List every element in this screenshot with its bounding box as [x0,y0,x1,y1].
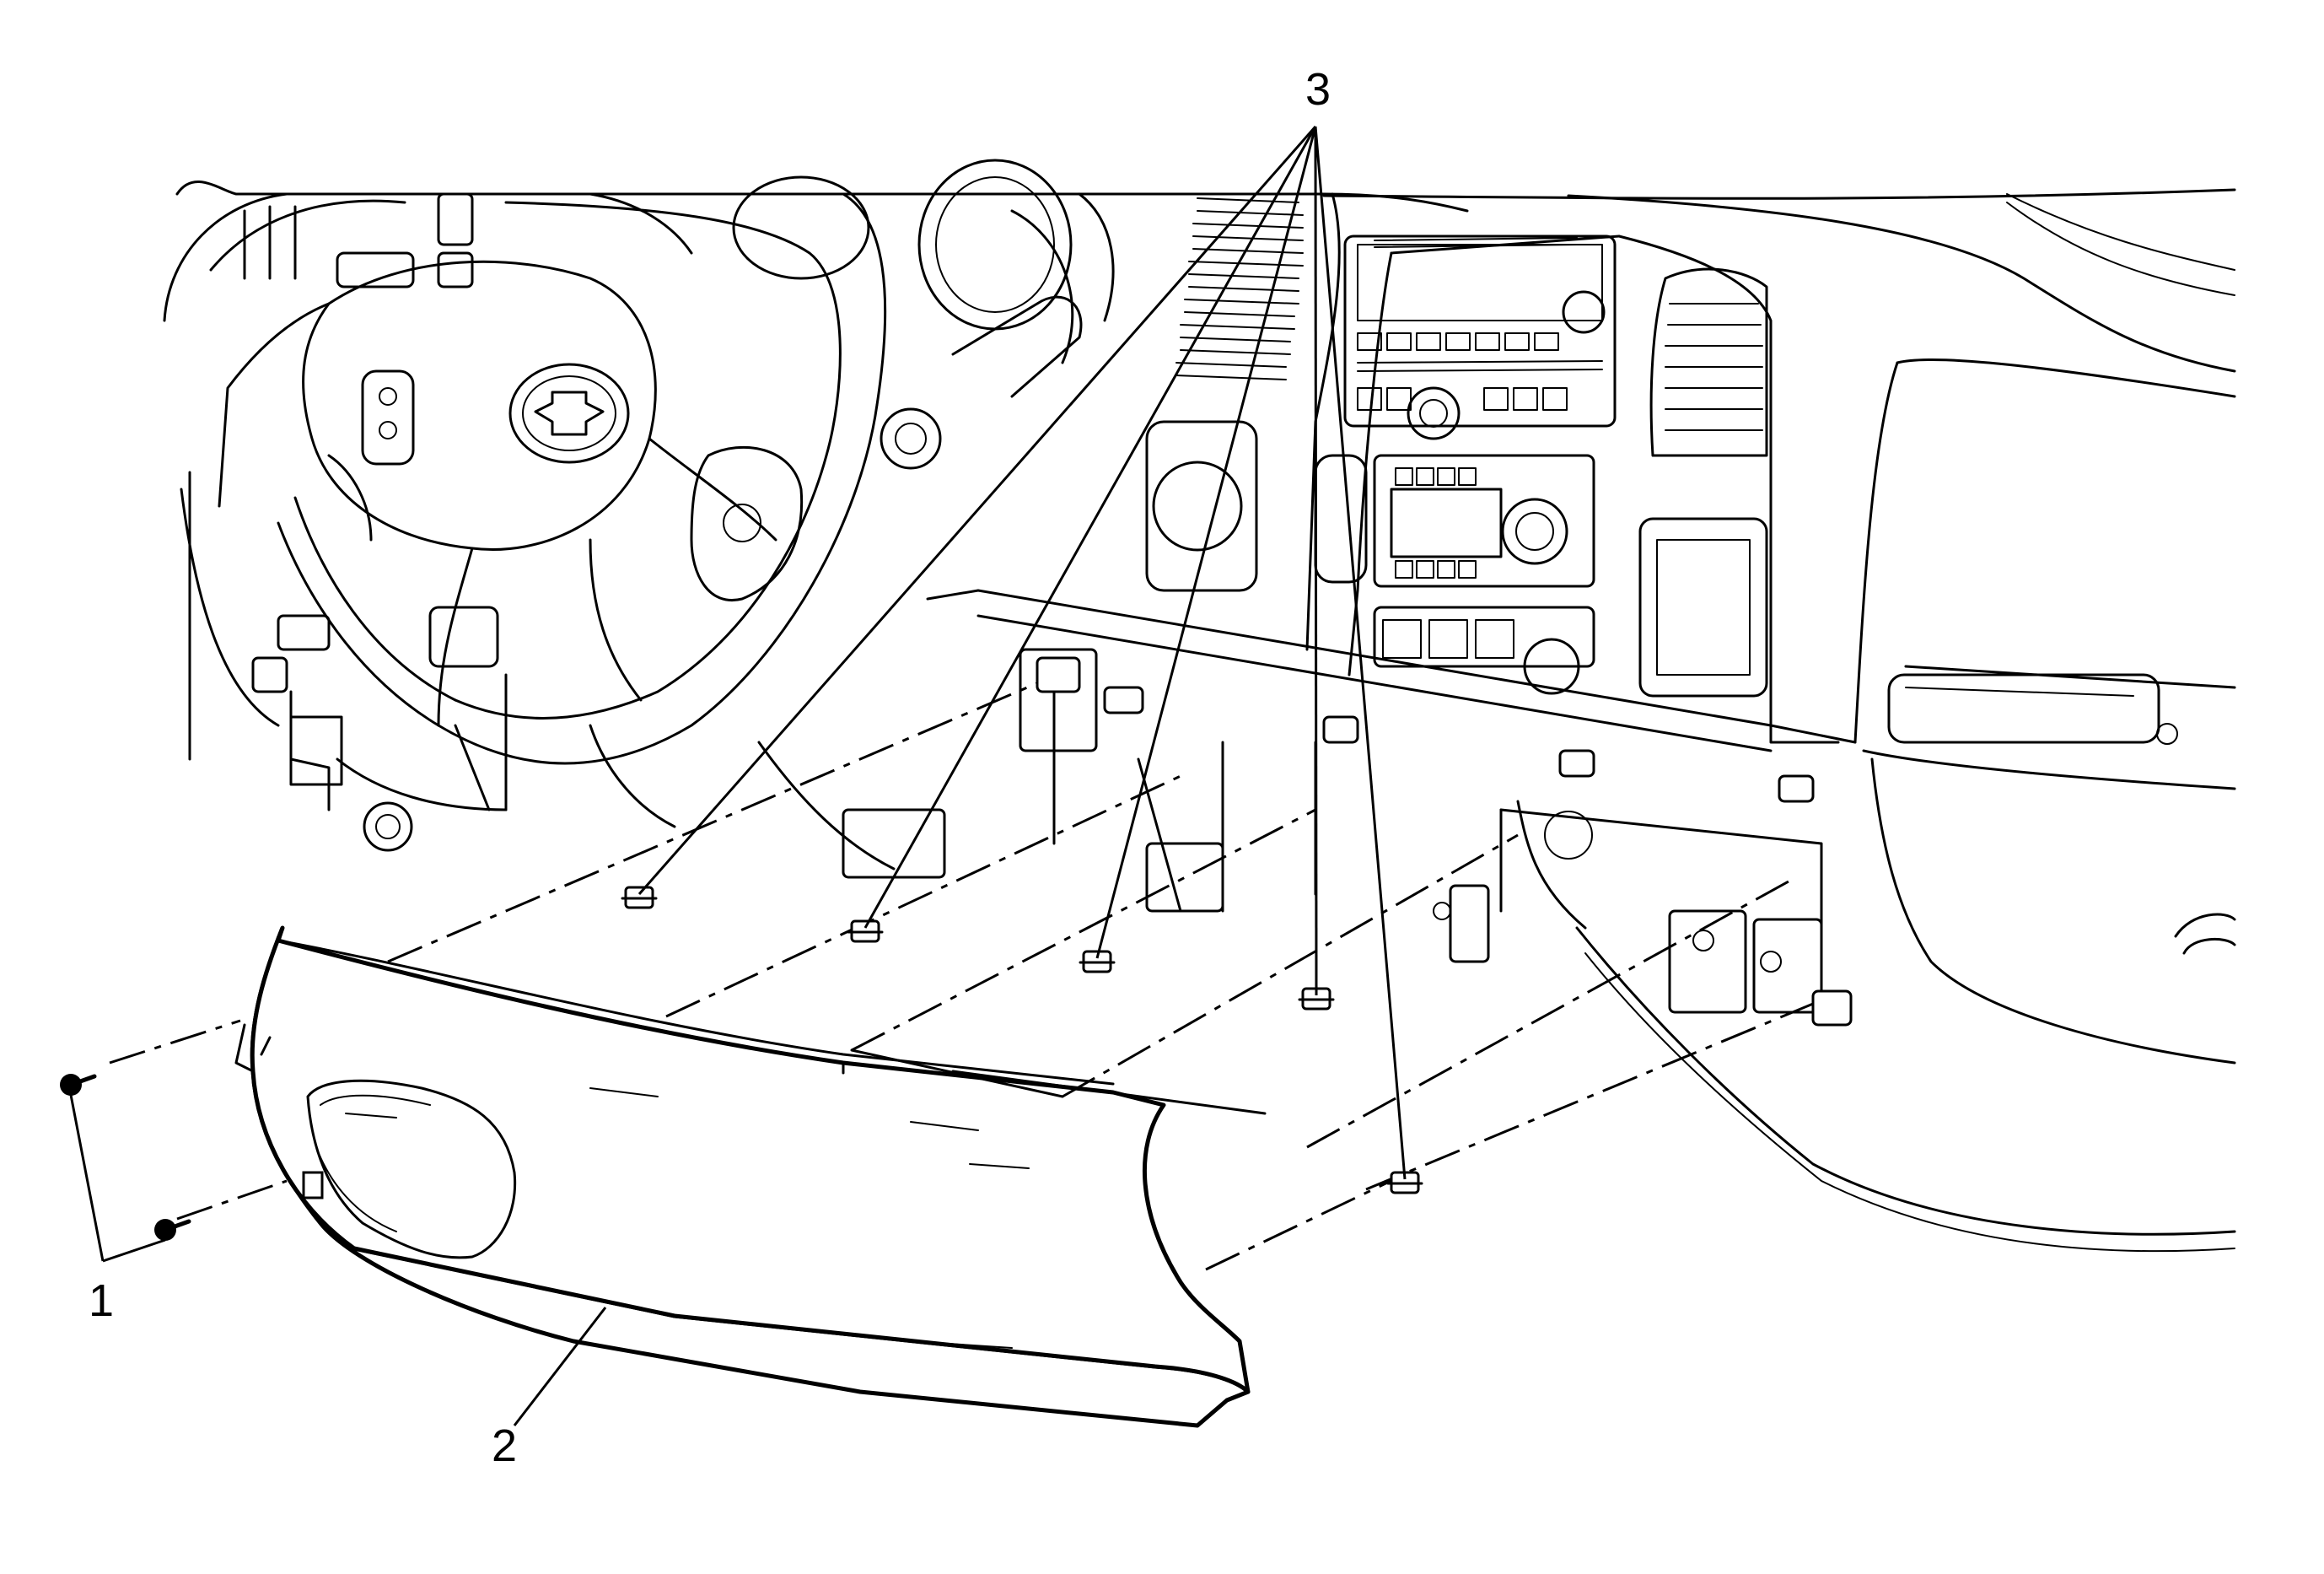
knee-bolster-panel [234,925,1251,1428]
callout-1: 1 [89,1275,114,1326]
steering-wheel [163,159,1115,765]
callout-3: 3 [1305,64,1331,115]
callout-2: 2 [492,1420,517,1471]
clip-3 [1079,950,1116,973]
clip-2 [847,919,884,943]
bolt-lower [154,1219,191,1241]
leader-lines [69,126,1407,1426]
alignment-lines [109,682,1814,1271]
bolts [60,1074,191,1241]
bolt-upper [60,1074,97,1096]
retaining-clips [621,656,1853,1194]
clip-1 [621,886,658,909]
